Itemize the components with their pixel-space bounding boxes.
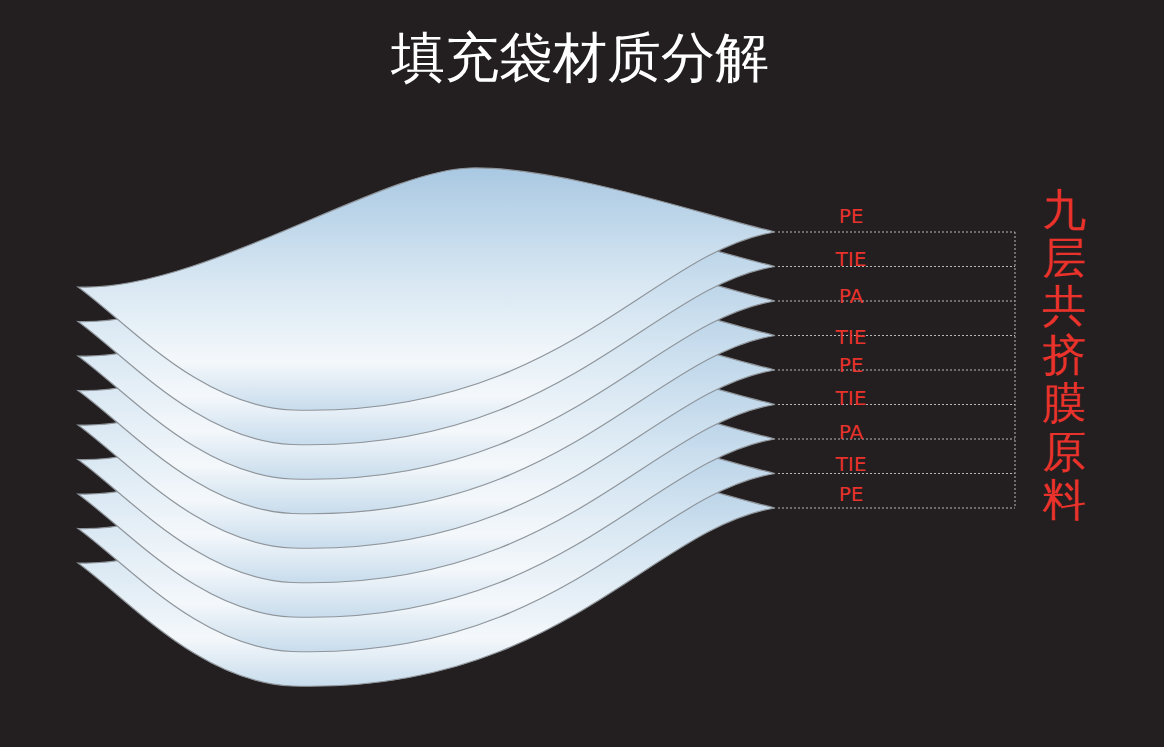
layer-label: PA [839,285,863,307]
leader-line [778,335,1015,336]
leader-line [778,370,1015,371]
leader-line [778,508,1015,509]
bracket-line [1015,232,1016,508]
film-layer [78,168,775,410]
leader-line [778,473,1015,474]
layer-label: TIE [836,453,867,475]
layer-label: PE [839,205,864,227]
layer-label: TIE [836,248,867,270]
layer-label: TIE [836,387,867,409]
leader-line [778,404,1015,405]
leader-line [778,301,1015,302]
layer-label: PA [839,421,863,443]
leader-line [778,232,1015,233]
layer-label: TIE [836,326,867,348]
layer-label: PE [839,483,864,505]
vertical-label: 九层共挤膜原料 [1042,186,1086,525]
title: 填充袋材质分解 [391,26,769,91]
leader-line [778,439,1015,440]
layer-label: PE [839,354,864,376]
leader-line [778,266,1015,267]
